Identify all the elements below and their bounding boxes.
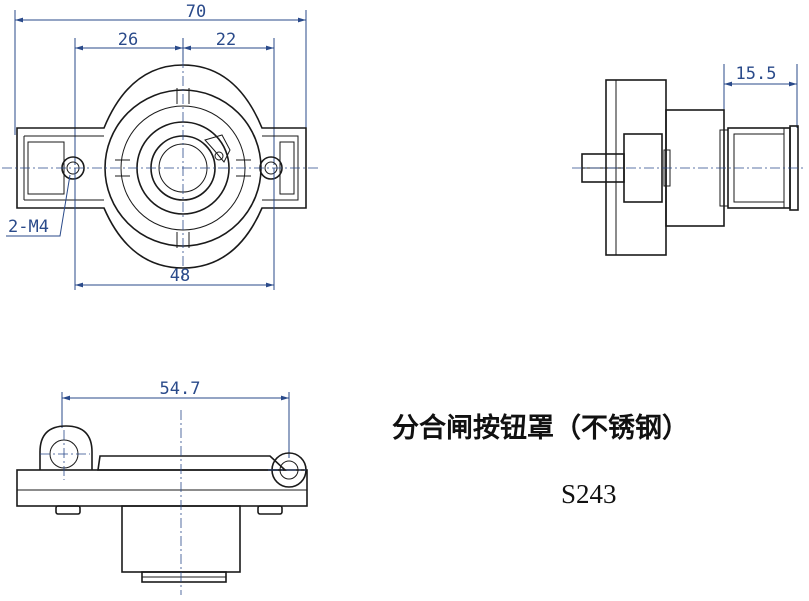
hole-callout: 2-M4 xyxy=(8,217,49,237)
dim-overall-width: 70 xyxy=(186,2,206,22)
dim-front-width: 54.7 xyxy=(160,379,201,399)
product-label: 分合闸按钮罩（不锈钢） S243 xyxy=(392,412,689,509)
dim-right: 22 xyxy=(216,30,236,50)
top-view: 70 26 22 xyxy=(2,2,318,290)
front-view: 54.7 xyxy=(16,379,308,595)
product-name: 分合闸按钮罩（不锈钢） xyxy=(392,412,689,444)
dim-depth: 15.5 xyxy=(736,64,777,84)
dim-left: 26 xyxy=(118,30,138,50)
product-model: S243 xyxy=(561,479,617,509)
side-view: 15.5 xyxy=(572,64,804,256)
dim-hole-spacing: 48 xyxy=(170,266,190,286)
